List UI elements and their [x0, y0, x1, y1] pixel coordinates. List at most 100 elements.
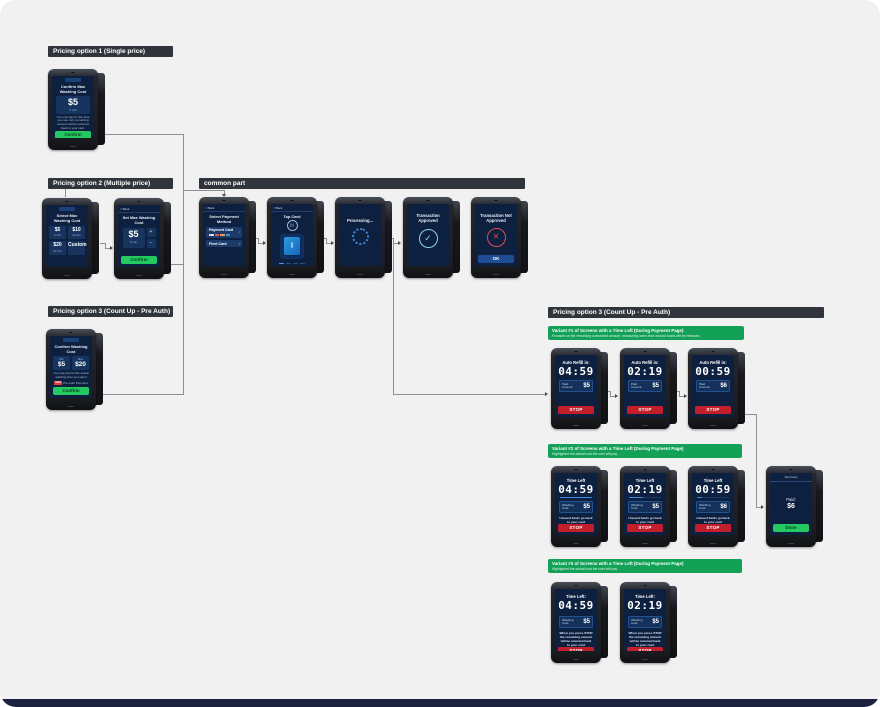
- terminal-body: Auto Refill in: 04:59 Paid Amount: $5 ST…: [551, 348, 601, 429]
- countdown-timer: 00:59: [695, 483, 731, 496]
- terminal-body: Auto Refill in: 00:59 Paid Amount: $6 ST…: [688, 348, 738, 429]
- amount-value: $5: [128, 229, 139, 239]
- terminal-screen: Confirm Max Washing Cost $5 5 min You on…: [52, 76, 94, 138]
- price-option-custom[interactable]: Custom: [68, 241, 87, 255]
- terminal-body: Processing...: [335, 197, 385, 278]
- stop-button[interactable]: STOP: [627, 406, 663, 414]
- stop-button[interactable]: STOP: [558, 406, 594, 414]
- time-progress-bar: [560, 497, 592, 499]
- arrowhead-icon: [761, 504, 764, 509]
- paid-amount-row: Paid Amount: $5: [559, 380, 593, 393]
- payment-card-button[interactable]: Payment Card ›: [206, 226, 242, 238]
- price-display: $5 5 min: [122, 228, 145, 248]
- washing-cost-row: Washing Cost: $5: [628, 501, 662, 514]
- arrowhead-icon: [110, 245, 113, 250]
- ok-button[interactable]: OK: [478, 255, 514, 263]
- screen-title: Time Left: [703, 478, 723, 483]
- paid-amount-label: Paid Amount:: [699, 381, 711, 390]
- variant-2-title: Variant #2 of Screens with a Time Left (…: [552, 446, 684, 451]
- page-dot: [286, 262, 291, 264]
- paid-amount-row: Paid Amount: $5: [628, 380, 662, 393]
- max-label: Max: [77, 357, 84, 361]
- back-button[interactable]: < Back: [118, 205, 160, 213]
- stop-button[interactable]: STOP: [627, 524, 663, 532]
- done-button[interactable]: Done: [773, 524, 809, 532]
- mastercard-icon: [214, 233, 219, 237]
- pagination-dots: [279, 262, 305, 264]
- paid-amount-row: Paid Amount: $6: [696, 380, 730, 393]
- washing-cost-label: Washing Cost:: [562, 617, 574, 626]
- confirm-button[interactable]: Confirm: [53, 387, 89, 395]
- pos-terminal-time-left-v2-2: Time Left 02:19 Washing Cost: $5 Unused …: [620, 466, 677, 547]
- camera-dot: [643, 350, 647, 352]
- camera-dot: [711, 350, 715, 352]
- connector-line: [258, 243, 264, 244]
- camera-dot: [789, 468, 793, 470]
- pos-terminal-confirm-max-cost: Confirm Max Washing Cost $5 5 min You on…: [48, 69, 105, 150]
- terminal-body: Select Max Washing Cost $5 5 min $10 10 …: [42, 198, 92, 279]
- home-button: [710, 424, 716, 426]
- home-button: [642, 658, 648, 660]
- pos-terminal-time-left-v2-1: Time Left 04:59 Washing Cost: $5 Unused …: [551, 466, 608, 547]
- increase-button[interactable]: +: [146, 228, 156, 237]
- camera-dot: [65, 200, 69, 202]
- camera-dot: [711, 468, 715, 470]
- bottom-bar: [0, 699, 880, 707]
- fleet-card-button[interactable]: Fleet Card ›: [206, 240, 242, 248]
- back-button[interactable]: < Back: [203, 204, 245, 212]
- note-text: You only pay for the time you use. Any r…: [56, 114, 90, 131]
- amex-icon: [220, 233, 225, 237]
- quantity-stepper: + −: [146, 228, 156, 248]
- stop-button[interactable]: STOP: [627, 646, 663, 651]
- pos-terminal-select-max-cost: Select Max Washing Cost $5 5 min $10 10 …: [42, 198, 99, 279]
- terminal-screen: < Back Tap Card ))) ⟫: [271, 204, 313, 266]
- error-circle-icon: ✕: [486, 227, 506, 247]
- amount-value: $5: [67, 96, 78, 107]
- paid-label: Paid:: [786, 496, 796, 502]
- terminal-body: Summary Paid: $6 Done: [766, 466, 816, 547]
- contactless-icon: ))): [286, 220, 298, 231]
- washing-cost-label: Washing Cost:: [562, 502, 574, 511]
- section-header-pricing-option-3-right: Pricing option 3 (Count Up - Pre Auth): [548, 307, 824, 318]
- home-button: [289, 273, 295, 275]
- variant-3-title: Variant #3 of Screens with a Time Left (…: [552, 561, 684, 566]
- unused-funds-note: Unused funds go back to your card: [696, 515, 730, 524]
- unused-funds-note: Unused funds go back to your card: [628, 515, 662, 524]
- stop-refund-note: When you press STOP the remaining amount…: [559, 630, 593, 647]
- decrease-button[interactable]: −: [146, 239, 156, 248]
- confirm-button[interactable]: Confirm: [55, 131, 91, 138]
- price-option-10[interactable]: $10 10 min: [68, 225, 85, 239]
- stop-button[interactable]: STOP: [558, 524, 594, 532]
- screen-title: Confirm Max Washing Cost: [59, 83, 87, 94]
- home-button: [425, 273, 431, 275]
- pos-terminal-confirm-preauth: Confirm Washing Cost Min $5 Max $20 You …: [46, 329, 103, 410]
- connector-line: [393, 394, 545, 395]
- pos-terminal-time-left-v2-3: Time Left 00:59 Washing Cost: $6 Unused …: [688, 466, 745, 547]
- connector-line: [92, 134, 183, 135]
- stop-button[interactable]: STOP: [695, 406, 731, 414]
- variant-3-subtitle: Highlighted the actual cost the user wil…: [552, 566, 618, 571]
- terminal-screen: < Back Select Payment Method Payment Car…: [203, 204, 245, 266]
- connector-line: [326, 243, 332, 244]
- amount-adjuster: $5 5 min + −: [122, 228, 156, 248]
- variant-2-subtitle: Highlighted the actual cost the user wil…: [552, 451, 618, 456]
- unused-funds-note: Unused funds go back to your card: [559, 515, 593, 524]
- terminal-screen: Time Left 04:59 Washing Cost: $5 Unused …: [555, 473, 597, 535]
- price-option-20[interactable]: $20 20 min: [49, 241, 66, 255]
- countdown-timer: 04:59: [558, 599, 594, 612]
- confirm-button[interactable]: Confirm: [121, 256, 157, 264]
- chevron-right-icon: ›: [238, 241, 241, 247]
- pos-terminal-auto-refill-3: Auto Refill in: 00:59 Paid Amount: $6 ST…: [688, 348, 745, 429]
- countdown-timer: 02:19: [627, 599, 663, 612]
- washing-cost-value: $5: [652, 504, 659, 511]
- terminal-body: Time Left 04:59 Washing Cost: $5 Unused …: [551, 466, 601, 547]
- back-button[interactable]: < Back: [271, 204, 313, 212]
- camera-dot: [643, 584, 647, 586]
- price-option-5[interactable]: $5 5 min: [49, 225, 66, 239]
- stop-button[interactable]: STOP: [558, 646, 594, 651]
- option-duration: 20 min: [53, 248, 62, 253]
- stop-button[interactable]: STOP: [695, 524, 731, 532]
- connector-line: [393, 238, 394, 395]
- tap-card-illustration: ⟫: [280, 234, 304, 259]
- screen-title: Auto Refill in:: [631, 360, 659, 365]
